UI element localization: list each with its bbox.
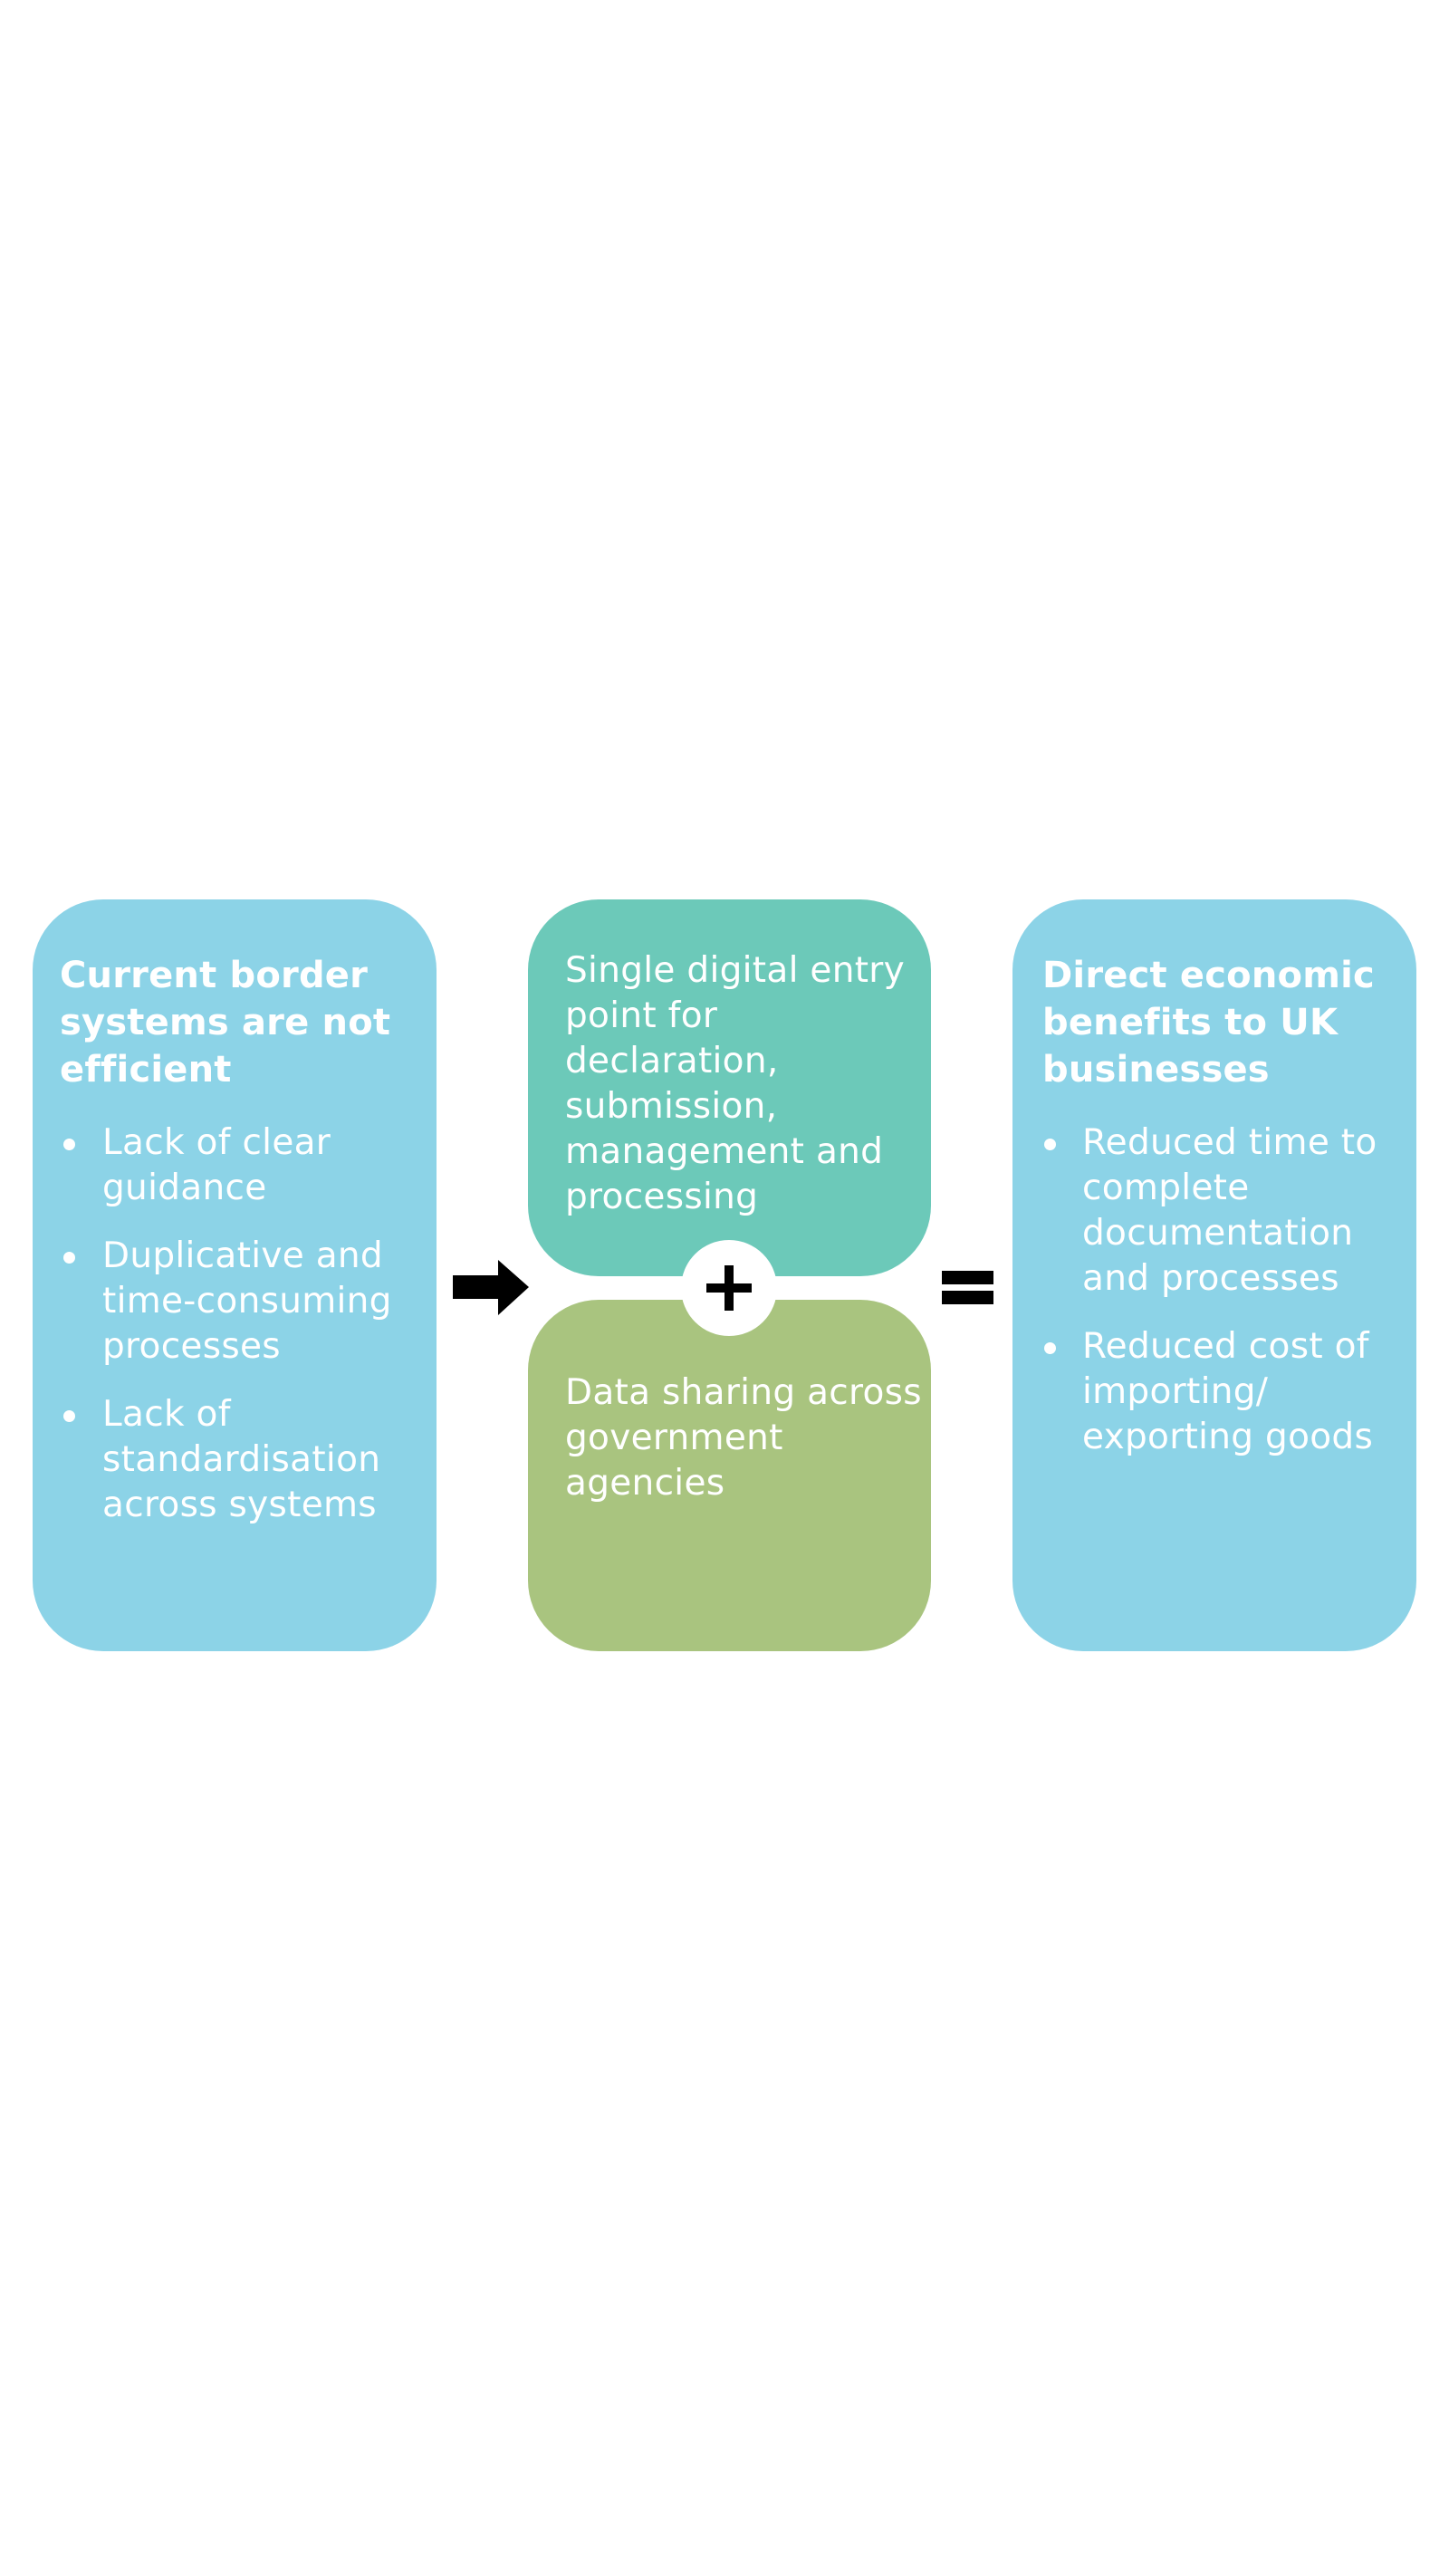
- bullet-dot-icon: [63, 1410, 75, 1422]
- equals-bar: [942, 1291, 993, 1304]
- benefits-heading: Direct economic benefits to UK businesse…: [1042, 955, 1375, 1091]
- plus-vertical-bar: [724, 1265, 734, 1311]
- benefits-bullet-text: Reduced time to complete documentation a…: [1082, 1122, 1377, 1299]
- solution-top-text: Single digital entry point for declarati…: [565, 950, 906, 1217]
- problem-bullet: Duplicative and time-consuming processes: [33, 1234, 437, 1370]
- equals-icon: [942, 1271, 993, 1305]
- bullet-dot-icon: [1044, 1342, 1056, 1354]
- problem-bullet-text: Lack of clear guidance: [102, 1122, 331, 1208]
- problem-bullet-text: Duplicative and time-consuming processes: [102, 1235, 392, 1367]
- bullet-dot-icon: [1044, 1139, 1056, 1150]
- problem-heading: Current border systems are not efficient: [60, 955, 391, 1091]
- problem-bullet: Lack of clear guidance: [33, 1120, 437, 1211]
- right-arrow-icon: [453, 1260, 529, 1315]
- bullet-dot-icon: [63, 1252, 75, 1264]
- solution-bottom-box: Data sharing across government agencies: [528, 1300, 931, 1651]
- arrow-shape: [453, 1260, 529, 1315]
- problem-bullet-list: Lack of clear guidance Duplicative and t…: [33, 1120, 437, 1551]
- bullet-dot-icon: [63, 1139, 75, 1150]
- benefits-bullet: Reduced cost of importing/ exporting goo…: [1012, 1324, 1416, 1460]
- benefits-bullet: Reduced time to complete documentation a…: [1012, 1120, 1416, 1302]
- solution-top-box: Single digital entry point for declarati…: [528, 899, 931, 1276]
- benefits-box: Direct economic benefits to UK businesse…: [1012, 899, 1416, 1651]
- problem-box: Current border systems are not efficient…: [33, 899, 437, 1651]
- problem-bullet: Lack of standardisation across systems: [33, 1392, 437, 1528]
- problem-bullet-text: Lack of standardisation across systems: [102, 1394, 381, 1525]
- benefits-bullet-text: Reduced cost of importing/ exporting goo…: [1082, 1326, 1374, 1457]
- benefits-bullet-list: Reduced time to complete documentation a…: [1012, 1120, 1416, 1483]
- equals-bar: [942, 1271, 993, 1284]
- plus-icon: [681, 1240, 777, 1336]
- solution-bottom-text: Data sharing across government agencies: [565, 1372, 922, 1504]
